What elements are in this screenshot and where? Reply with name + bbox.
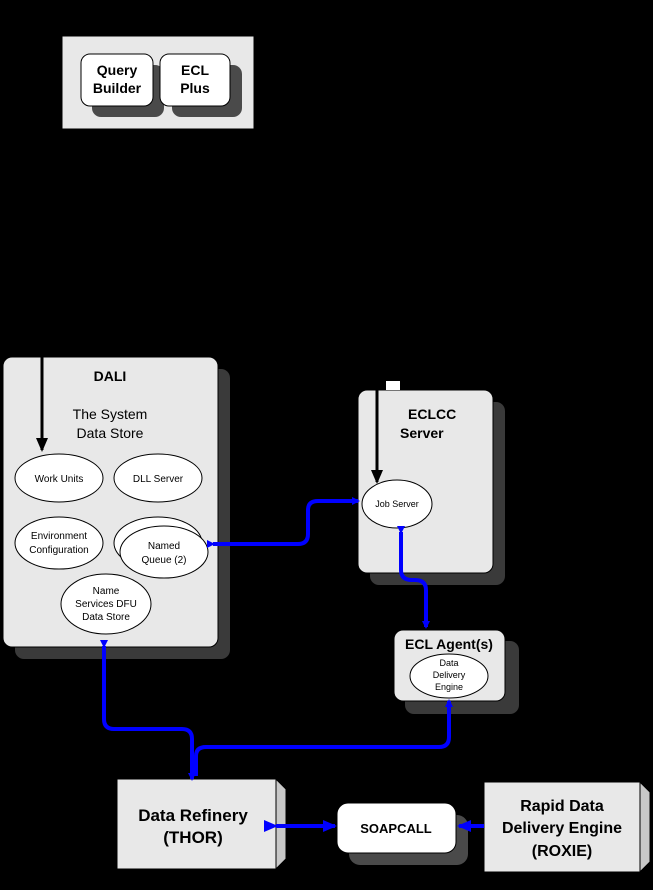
named-queue-label-line1: Named bbox=[148, 541, 180, 552]
ecl-agent-box: ECL Agent(s) Data Delivery Engine bbox=[393, 629, 519, 714]
eclcc-title-line1: ECLCC bbox=[408, 406, 456, 422]
query-builder-label-line1: Query bbox=[97, 62, 138, 78]
soapcall-label: SOAPCALL bbox=[360, 821, 432, 836]
ecl-plus-label-line2: Plus bbox=[180, 80, 210, 96]
work-units-label: Work Units bbox=[35, 474, 84, 485]
engine-label-line3: Engine bbox=[435, 682, 463, 692]
ecl-agent-title: ECL Agent(s) bbox=[405, 636, 493, 652]
tools-panel: Query Builder ECL Plus bbox=[61, 35, 255, 130]
job-server-label: Job Server bbox=[375, 499, 419, 509]
engine-label-line2: Delivery bbox=[433, 670, 466, 680]
roxie-label-line1: Rapid Data bbox=[520, 798, 604, 815]
dali-subtitle-line1: The System bbox=[73, 406, 148, 422]
thor-label-line1: Data Refinery bbox=[138, 806, 248, 825]
environment-configuration-node[interactable]: Environment Configuration bbox=[14, 516, 104, 570]
engine-label-line1: Data bbox=[439, 658, 458, 668]
connector-job-server-ecl-agent bbox=[397, 526, 430, 629]
named-queue-label-line2: Queue (2) bbox=[141, 555, 186, 566]
data-delivery-engine-node[interactable]: Data Delivery Engine bbox=[409, 653, 489, 699]
dll-server-node[interactable]: DLL Server bbox=[113, 453, 203, 503]
thor-label-line2: (THOR) bbox=[163, 828, 222, 847]
named-queue-node[interactable]: Named Queue (2) bbox=[113, 516, 209, 579]
name-services-dfu-node[interactable]: Name Services DFU Data Store bbox=[60, 573, 152, 635]
roxie-label-line3: (ROXIE) bbox=[532, 843, 592, 860]
environment-label-line2: Configuration bbox=[29, 545, 88, 556]
dali-box: DALI The System Data Store Work Units DL… bbox=[2, 356, 230, 659]
eclcc-title-line2: Server bbox=[400, 425, 444, 441]
name-services-label-line1: Name bbox=[93, 586, 120, 597]
dali-title: DALI bbox=[94, 368, 127, 384]
soapcall-box[interactable]: SOAPCALL bbox=[336, 802, 468, 865]
eclcc-server-box: ECLCC Server Job Server bbox=[357, 381, 505, 585]
roxie-box[interactable]: Rapid Data Delivery Engine (ROXIE) bbox=[483, 781, 651, 873]
dll-server-label: DLL Server bbox=[133, 474, 184, 485]
ecl-plus-button[interactable]: ECL Plus bbox=[159, 53, 231, 107]
name-services-label-line2: Services DFU bbox=[75, 599, 137, 610]
connector-named-queue-job-server bbox=[207, 497, 360, 548]
roxie-label-line2: Delivery Engine bbox=[502, 820, 622, 837]
query-builder-label-line2: Builder bbox=[93, 80, 142, 96]
thor-box[interactable]: Data Refinery (THOR) bbox=[116, 778, 287, 870]
ecl-plus-label-line1: ECL bbox=[181, 62, 209, 78]
name-services-label-line3: Data Store bbox=[82, 612, 130, 623]
job-server-node[interactable]: Job Server bbox=[361, 479, 433, 529]
query-builder-button[interactable]: Query Builder bbox=[80, 53, 154, 107]
connector-thor-ecl-agent bbox=[194, 699, 453, 776]
dali-subtitle-line2: Data Store bbox=[77, 425, 144, 441]
connector-dali-thor bbox=[100, 640, 196, 781]
work-units-node[interactable]: Work Units bbox=[14, 453, 104, 503]
environment-label-line1: Environment bbox=[31, 531, 87, 542]
